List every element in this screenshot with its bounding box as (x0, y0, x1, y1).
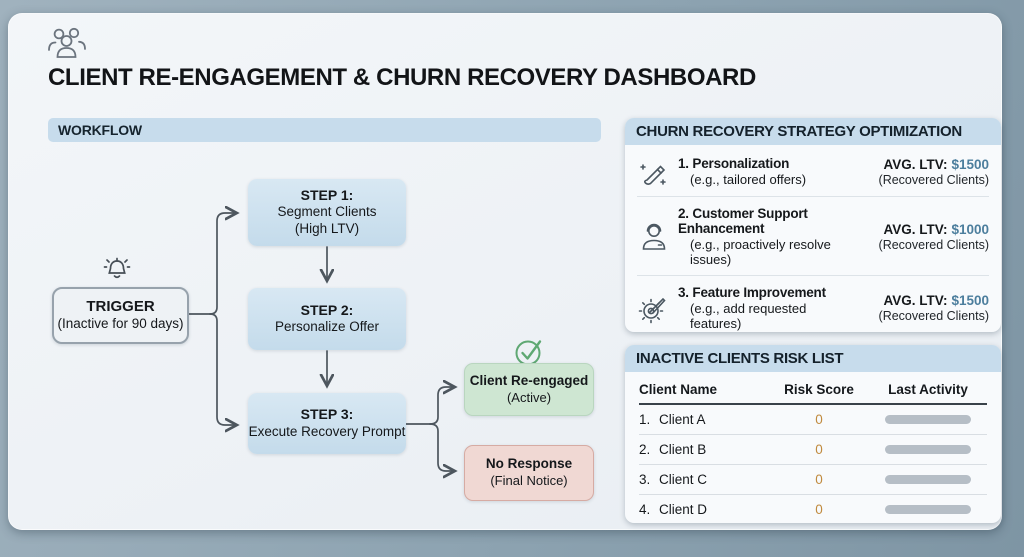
ltv-note: (Recovered Clients) (878, 237, 989, 252)
col-last-activity: Last Activity (888, 382, 968, 397)
step-3-label: STEP 3: (300, 406, 354, 423)
strategy-panel-header: CHURN RECOVERY STRATEGY OPTIMIZATION (625, 118, 1001, 145)
trigger-node: TRIGGER (Inactive for 90 days) (52, 287, 189, 344)
outcome-noresponse-subtitle: (Final Notice) (490, 473, 568, 489)
outcome-reengaged-node: Client Re-engaged (Active) (464, 363, 594, 416)
outcome-noresponse-node: No Response (Final Notice) (464, 445, 594, 501)
row-index: 2. (639, 442, 651, 457)
risk-score-value: 0 (815, 502, 823, 517)
page-title: CLIENT RE-ENGAGEMENT & CHURN RECOVERY DA… (48, 64, 756, 91)
risk-score-value: 0 (815, 472, 823, 487)
risk-score-value: 0 (815, 442, 823, 457)
row-index: 4. (639, 502, 651, 517)
strategy-item-text: 1. Personalization (e.g., tailored offer… (678, 156, 847, 187)
risk-score-value: 0 (815, 412, 823, 427)
table-row: 4. Client D 0 (639, 495, 987, 524)
support-agent-icon (637, 220, 670, 253)
strategy-item-personalization: 1. Personalization (e.g., tailored offer… (637, 146, 989, 197)
outcome-reengaged-subtitle: (Active) (506, 389, 552, 405)
workflow-section-header: WORKFLOW (48, 118, 601, 142)
strategy-item-example: (e.g., add requested features) (690, 301, 807, 331)
step-1-line2: (High LTV) (294, 221, 360, 237)
step-2-node: STEP 2: Personalize Offer (248, 288, 406, 350)
strategy-item-example: (e.g., proactively resolve issues) (690, 237, 831, 267)
ltv-note: (Recovered Clients) (878, 309, 989, 323)
client-name: Client D (659, 502, 708, 517)
trigger-subtitle: (Inactive for 90 days) (57, 316, 184, 332)
ltv-label: AVG. LTV: (883, 221, 948, 237)
strategy-item-ltv: AVG. LTV:$1000 (Recovered Clients) (847, 222, 989, 252)
strategy-item-example: (e.g., tailored offers) (690, 172, 807, 187)
strategy-item-name: 2. Customer Support Enhancement (678, 206, 808, 236)
strategy-item-name: 1. Personalization (678, 156, 790, 171)
ltv-value: $1000 (951, 221, 989, 237)
last-activity-bar (885, 415, 971, 424)
strategy-panel-body: 1. Personalization (e.g., tailored offer… (625, 145, 1001, 339)
strategy-item-ltv: AVG. LTV:$1500 (Recovered Clients) (847, 157, 989, 187)
gear-wrench-icon (637, 292, 670, 325)
strategy-item-text: 2. Customer Support Enhancement (e.g., p… (678, 206, 847, 267)
table-row: 3. Client C 0 (639, 465, 987, 495)
trigger-title: TRIGGER (86, 297, 155, 315)
row-index: 1. (639, 412, 651, 427)
workflow-section-label: WORKFLOW (58, 122, 142, 138)
row-index: 3. (639, 472, 651, 487)
risk-table-header-row: Client Name Risk Score Last Activity (639, 374, 987, 405)
step-1-line1: Segment Clients (277, 204, 377, 220)
table-row: 2. Client B 0 (639, 435, 987, 465)
ltv-value: $1500 (951, 156, 989, 172)
strategy-panel: CHURN RECOVERY STRATEGY OPTIMIZATION 1. … (625, 118, 1001, 332)
paintbrush-icon (637, 155, 670, 188)
strategy-item-ltv: AVG. LTV:$1500 (Recovered Clients) (847, 293, 989, 323)
ltv-label: AVG. LTV: (883, 293, 948, 308)
client-name: Client C (659, 472, 708, 487)
outcome-reengaged-title: Client Re-engaged (469, 372, 589, 388)
table-row: 1. Client A 0 (639, 405, 987, 435)
step-2-label: STEP 2: (300, 301, 354, 318)
strategy-item-support: 2. Customer Support Enhancement (e.g., p… (637, 197, 989, 276)
strategy-item-feature: 3. Feature Improvement (e.g., add reques… (637, 276, 989, 339)
client-name: Client B (659, 442, 707, 457)
step-3-line1: Execute Recovery Prompt (248, 423, 406, 439)
ltv-value: $1500 (951, 293, 989, 308)
strategy-item-text: 3. Feature Improvement (e.g., add reques… (678, 285, 847, 331)
client-name: Client A (659, 412, 706, 427)
step-2-line1: Personalize Offer (274, 319, 380, 335)
risk-panel: INACTIVE CLIENTS RISK LIST Client Name R… (625, 345, 1001, 523)
last-activity-bar (885, 445, 971, 454)
bell-icon (99, 254, 135, 286)
col-client-name: Client Name (639, 382, 718, 397)
col-risk-score: Risk Score (784, 382, 854, 397)
risk-panel-header: INACTIVE CLIENTS RISK LIST (625, 345, 1001, 372)
step-1-node: STEP 1: Segment Clients (High LTV) (248, 179, 406, 246)
last-activity-bar (885, 475, 971, 484)
outcome-noresponse-title: No Response (485, 456, 573, 472)
ltv-note: (Recovered Clients) (878, 172, 989, 187)
people-group-icon (46, 26, 88, 62)
last-activity-bar (885, 505, 971, 514)
risk-table: Client Name Risk Score Last Activity 1. C… (625, 372, 1001, 524)
step-1-label: STEP 1: (300, 186, 354, 203)
ltv-label: AVG. LTV: (883, 156, 948, 172)
strategy-item-name: 3. Feature Improvement (678, 285, 826, 300)
step-3-node: STEP 3: Execute Recovery Prompt (248, 393, 406, 454)
